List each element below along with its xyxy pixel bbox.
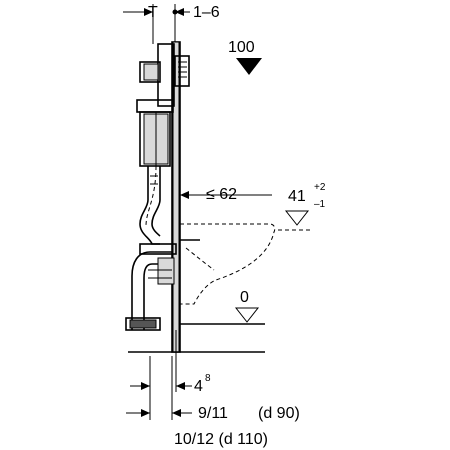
dim-10-12-label: 10/12 (d 110) [174, 431, 268, 448]
flush-pipe [139, 165, 161, 245]
arrowhead-icon [141, 409, 150, 417]
cistern-frame [136, 41, 190, 353]
dim-le62-label: ≤ 62 [206, 186, 237, 203]
dim-1-6-label: 1–6 [193, 4, 220, 21]
dim-4-sup-label: 8 [205, 373, 211, 384]
arrowhead-icon [175, 8, 184, 16]
tolerance-plus-label: +2 [314, 182, 326, 193]
dim-62-group: ≤ 62 [179, 186, 272, 230]
level-0-marker: 0 [234, 289, 260, 323]
arrowhead-icon [176, 382, 185, 390]
arrowhead-icon [144, 8, 153, 16]
level-100-label: 100 [228, 39, 255, 56]
level-triangle-icon [236, 58, 262, 75]
arrowhead-icon [172, 409, 181, 417]
top-dimension-group: T 1–6 [123, 4, 220, 44]
dim-9-11-label: 9/11 [198, 405, 228, 422]
bottom-dimension-group: 4 8 9/11 (d 90) 10/12 (d 110) [126, 330, 300, 448]
floor-line [128, 323, 265, 353]
d90-label: (d 90) [258, 405, 300, 422]
level-triangle-icon [284, 210, 310, 226]
wall-hung-bowl [180, 223, 310, 305]
level-41-marker: 41 +2 –1 [284, 182, 326, 226]
arrowhead-icon [141, 382, 150, 390]
arrowhead-icon [180, 191, 189, 199]
level-100-marker: 100 [228, 39, 262, 75]
dim-41-label: 41 [288, 188, 306, 205]
dim-4-label: 4 [194, 378, 203, 395]
level-0-label: 0 [240, 289, 249, 306]
level-triangle-icon [234, 307, 260, 323]
dim-t-label: T [148, 4, 158, 21]
tolerance-minus-label: –1 [314, 199, 326, 210]
drain-bend [125, 243, 177, 331]
